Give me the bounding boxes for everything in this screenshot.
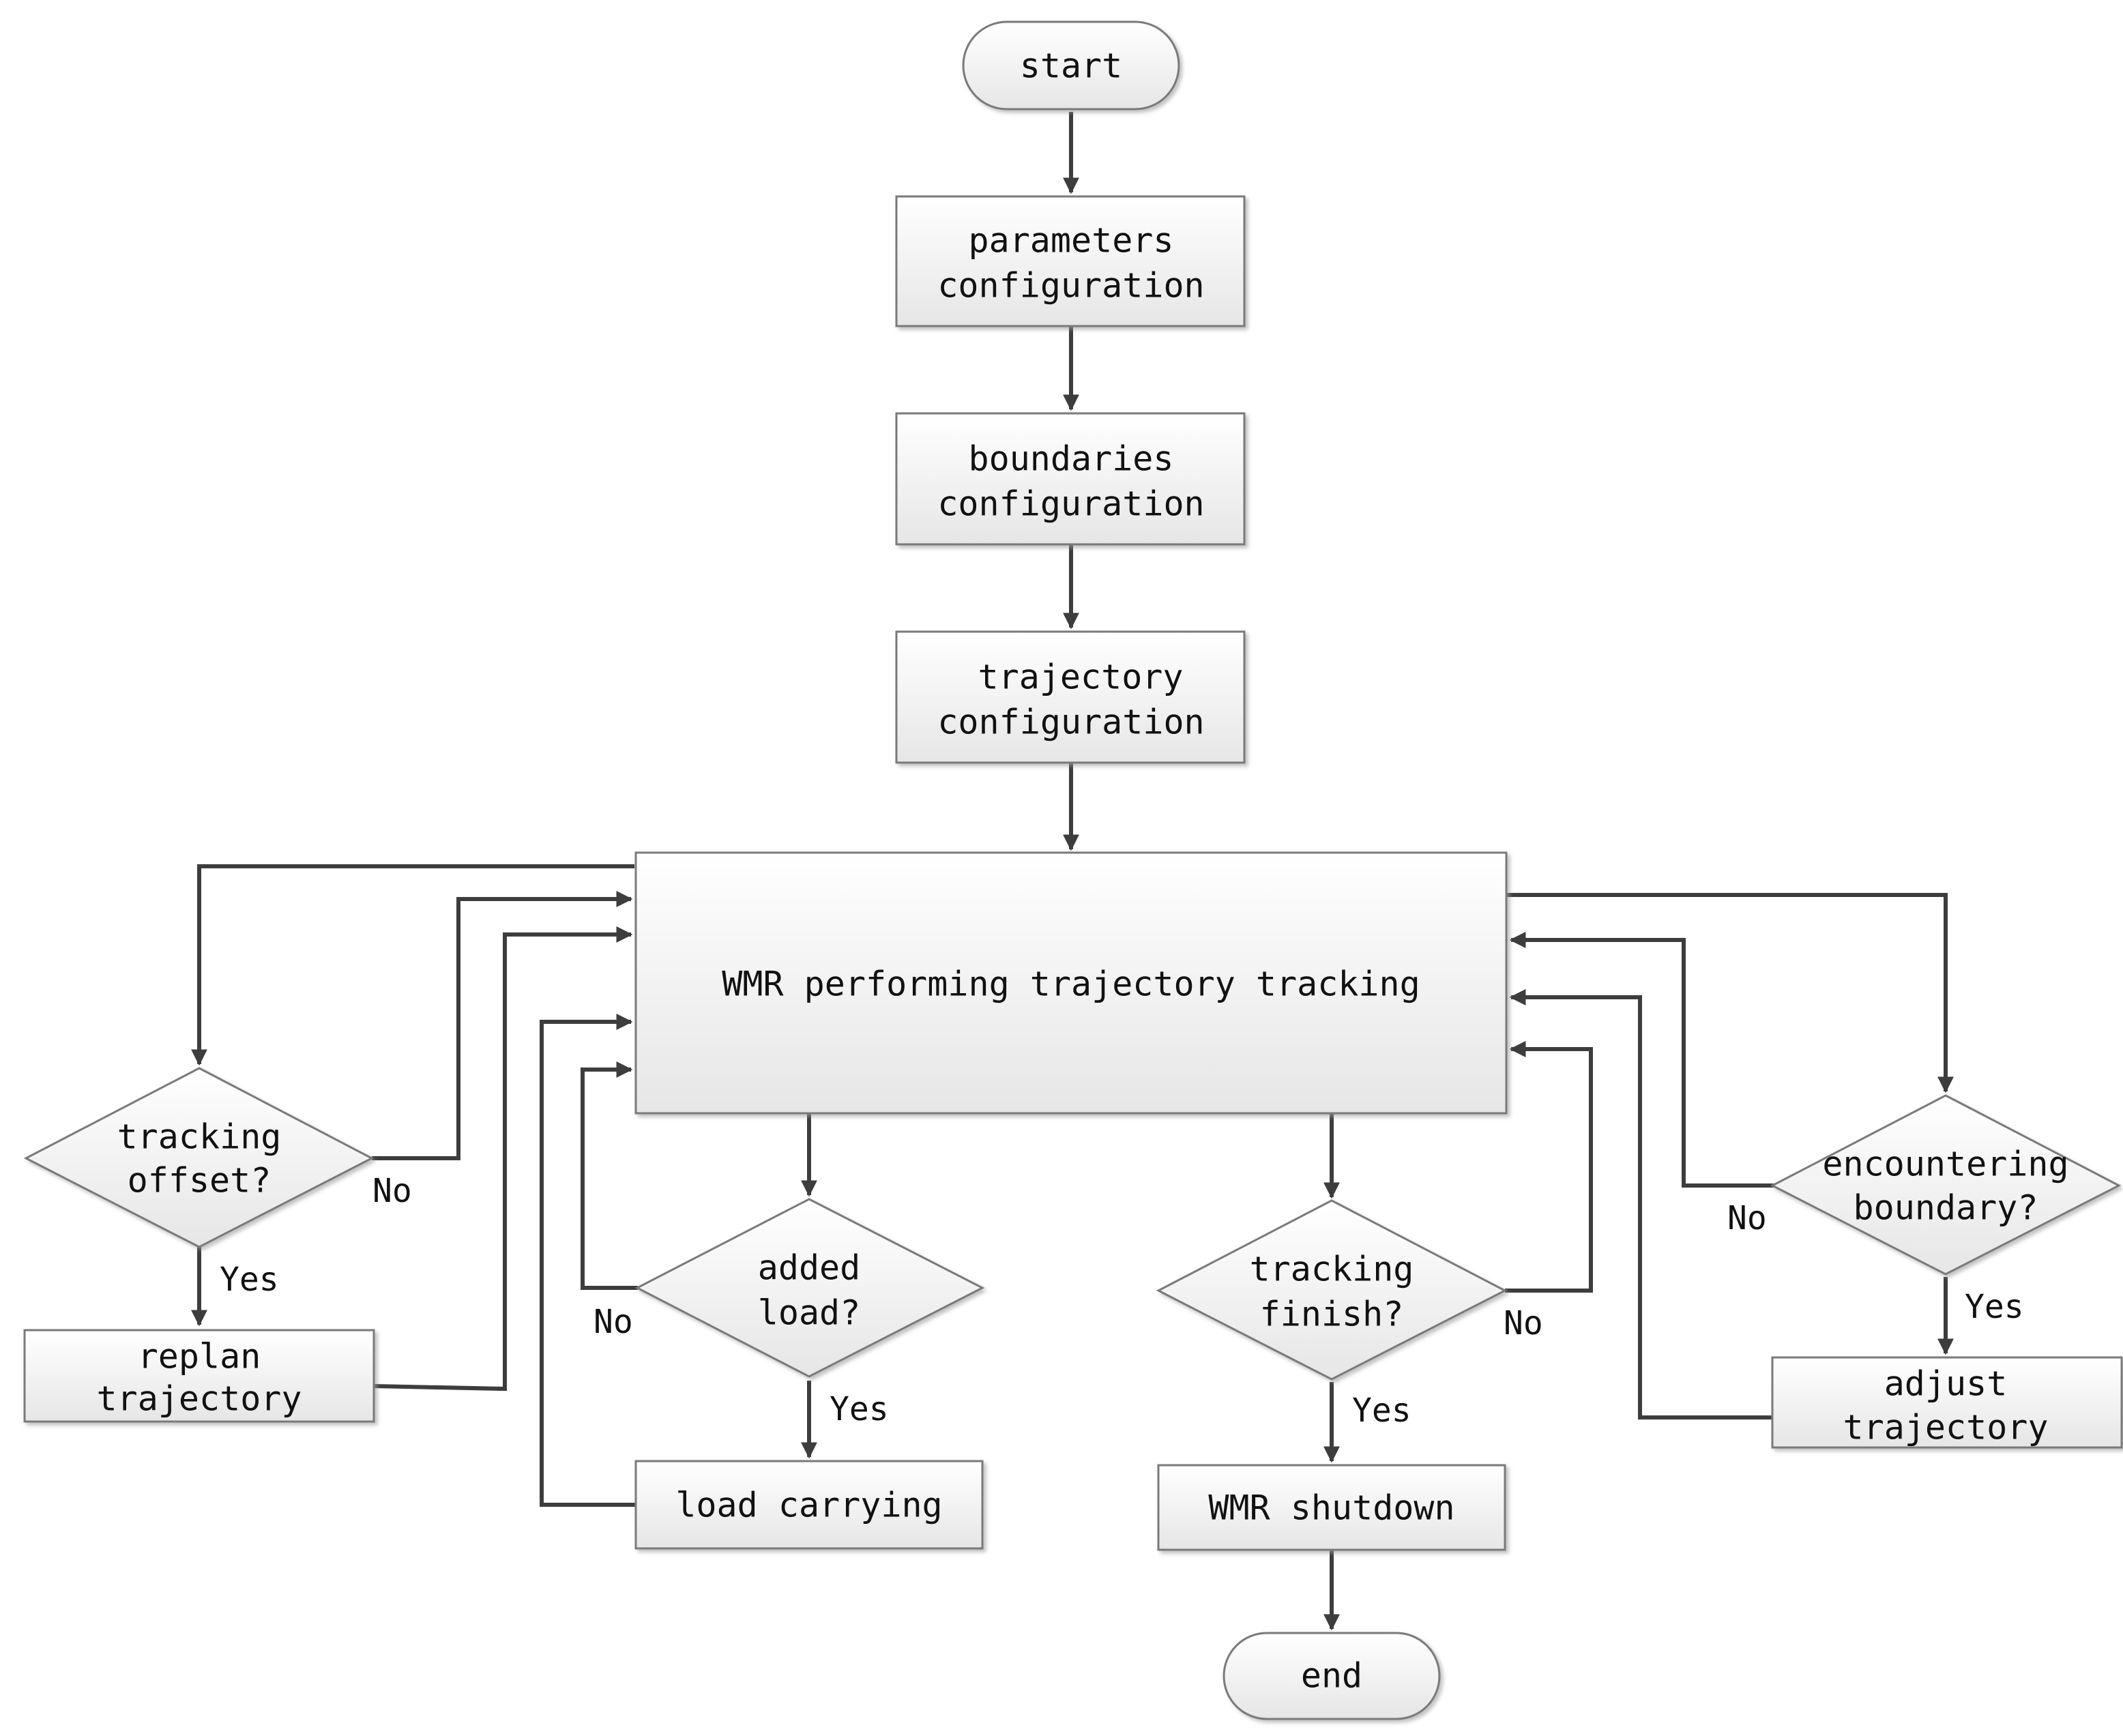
- edge-boundary-no-tracking: [1509, 932, 1774, 1188]
- parameters-label-line1: parameters: [968, 221, 1173, 261]
- parameters-configuration-box: parameters configuration: [895, 195, 1246, 327]
- shutdown-label: WMR shutdown: [1208, 1488, 1454, 1528]
- end-label: end: [1301, 1656, 1362, 1696]
- wmr-shutdown-box: WMR shutdown: [1157, 1464, 1506, 1551]
- finish-label-line1: tracking: [1250, 1250, 1414, 1289]
- boundary-no-label: No: [1727, 1199, 1767, 1237]
- boundaries-label-line2: configuration: [937, 484, 1204, 524]
- start-node: start: [962, 20, 1180, 111]
- replan-label-line1: replan: [138, 1337, 261, 1377]
- edge-load-no-tracking: [581, 1061, 638, 1290]
- edge-finish-no-tracking: [1505, 1041, 1593, 1293]
- load-no-label: No: [594, 1303, 633, 1341]
- boundary-yes-label: Yes: [1965, 1288, 2024, 1326]
- trajectory-label-line1: trajectory: [978, 658, 1183, 697]
- edge-carrying-tracking: [540, 1014, 636, 1507]
- boundary-label-line1: encountering: [1822, 1145, 2068, 1184]
- end-node: end: [1222, 1632, 1441, 1720]
- finish-label-line2: finish?: [1260, 1295, 1404, 1334]
- edge-adjust-tracking: [1509, 989, 1772, 1419]
- load-yes-label: Yes: [830, 1390, 889, 1428]
- encountering-boundary-decision: encountering boundary?: [1770, 1094, 2122, 1276]
- trajectory-label-line2: configuration: [937, 703, 1204, 742]
- finish-no-label: No: [1504, 1304, 1543, 1342]
- added-load-decision: added load?: [634, 1198, 985, 1378]
- adjust-label-line2: trajectory: [1843, 1408, 2048, 1447]
- replan-trajectory-box: replan trajectory: [23, 1329, 375, 1423]
- trajectory-configuration-box: trajectory configuration: [895, 630, 1246, 764]
- trajectory-tracking-box: WMR performing trajectory tracking: [634, 851, 1508, 1115]
- offset-label-line2: offset?: [128, 1161, 272, 1201]
- adjust-trajectory-box: adjust trajectory: [1771, 1356, 2123, 1449]
- edge-tracking-boundary: [1506, 893, 1954, 1093]
- boundaries-label-line1: boundaries: [968, 439, 1173, 479]
- added-load-label-line2: load?: [758, 1293, 861, 1333]
- load-carrying-box: load carrying: [634, 1460, 984, 1550]
- tracking-offset-decision: tracking offset?: [23, 1067, 375, 1248]
- boundary-label-line2: boundary?: [1854, 1188, 2038, 1228]
- offset-no-label: No: [372, 1172, 412, 1210]
- edge-labels: No Yes No Yes No Yes No Yes: [220, 1172, 2024, 1430]
- finish-yes-label: Yes: [1352, 1392, 1411, 1430]
- tracking-label: WMR performing trajectory tracking: [722, 965, 1420, 1004]
- load-carrying-label: load carrying: [675, 1486, 942, 1525]
- start-label: start: [1020, 46, 1123, 86]
- edge-replan-tracking: [373, 926, 633, 1392]
- added-load-label-line1: added: [758, 1248, 861, 1288]
- offset-yes-label: Yes: [220, 1261, 279, 1299]
- nodes: start parameters configuration boundarie…: [23, 20, 2123, 1720]
- parameters-label-line2: configuration: [937, 266, 1204, 306]
- offset-label-line1: tracking: [117, 1117, 282, 1157]
- replan-label-line2: trajectory: [96, 1379, 302, 1419]
- adjust-label-line1: adjust: [1884, 1364, 2008, 1404]
- edge-offset-no-tracking: [372, 891, 633, 1160]
- boundaries-configuration-box: boundaries configuration: [895, 412, 1246, 546]
- tracking-finish-decision: tracking finish?: [1156, 1199, 1508, 1381]
- edges: [191, 112, 1954, 1631]
- edge-tracking-offset: [191, 864, 634, 1066]
